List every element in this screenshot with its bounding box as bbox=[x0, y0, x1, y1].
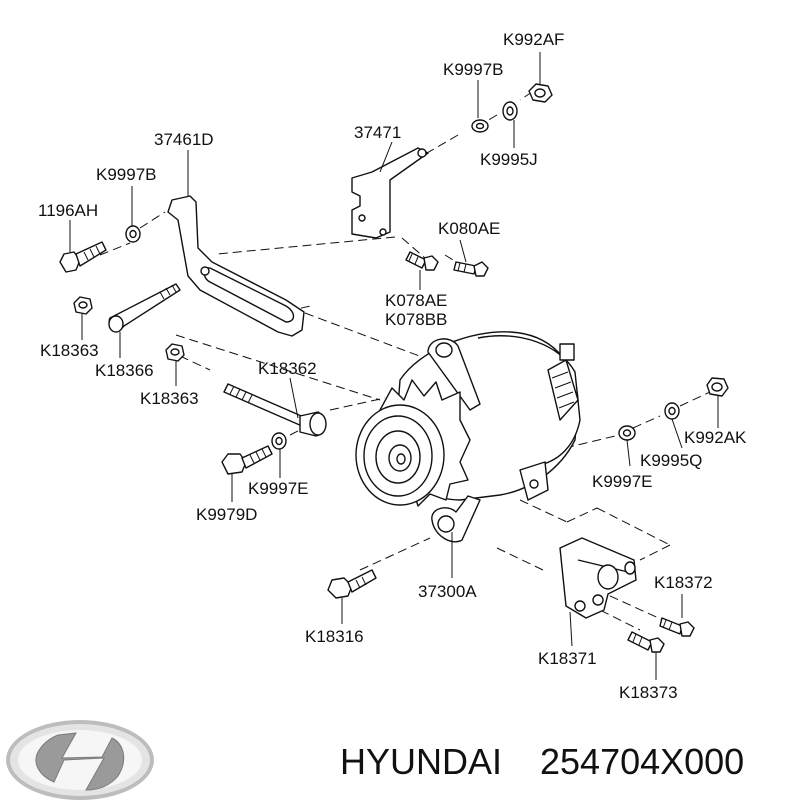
nut-k18363-mid-icon bbox=[165, 343, 185, 362]
label-37461d: 37461D bbox=[154, 130, 214, 149]
washer-k9995j-icon bbox=[502, 101, 518, 121]
label-37471: 37471 bbox=[354, 123, 401, 142]
nut-k992ak-icon bbox=[706, 377, 729, 397]
nut-k992af-icon bbox=[528, 83, 553, 103]
label-k18363-top: K18363 bbox=[40, 341, 99, 360]
label-k9997b-top: K9997B bbox=[443, 60, 504, 79]
label-k078bb: K078BB bbox=[385, 310, 447, 329]
label-k18366: K18366 bbox=[95, 361, 154, 380]
label-37300a: 37300A bbox=[418, 582, 477, 601]
bolt-k18372-icon bbox=[659, 617, 695, 637]
bolt-k9979d-icon bbox=[221, 445, 273, 475]
part-number: 254704X000 bbox=[540, 741, 744, 782]
leader-lines bbox=[69, 52, 719, 680]
brand-name: HYUNDAI bbox=[340, 741, 502, 782]
washer-k9997b-top-icon bbox=[471, 119, 489, 133]
washer-k9995q-icon bbox=[664, 402, 680, 420]
washer-k9997b-left-icon bbox=[125, 225, 141, 243]
label-k18316: K18316 bbox=[305, 627, 364, 646]
bracket-37461d-icon bbox=[167, 195, 305, 337]
bolt-k18373-icon bbox=[627, 631, 665, 653]
nut-k18363-top-icon bbox=[73, 296, 93, 315]
label-k078ae: K078AE bbox=[385, 291, 447, 310]
assembly-lines bbox=[99, 91, 711, 631]
label-k9997e-left: K9997E bbox=[248, 479, 309, 498]
bolt-k18366-icon bbox=[108, 283, 181, 333]
label-k992af: K992AF bbox=[503, 30, 564, 49]
label-k080ae: K080AE bbox=[438, 219, 500, 238]
bolt-k18362-icon bbox=[223, 383, 327, 437]
label-1196ah: 1196AH bbox=[38, 201, 98, 220]
hyundai-logo-icon bbox=[6, 720, 154, 800]
bolt-k18316-icon bbox=[327, 569, 377, 599]
label-k18373: K18373 bbox=[619, 683, 678, 702]
bracket-k18371-icon bbox=[559, 537, 637, 619]
part-labels: K992AF K9997B K9995J 37471 37461D K9997B… bbox=[38, 30, 747, 702]
bolt-k080ae-icon bbox=[453, 261, 489, 277]
label-k18363-mid: K18363 bbox=[140, 389, 199, 408]
label-k18372: K18372 bbox=[654, 573, 713, 592]
bracket-37471-icon bbox=[351, 147, 429, 239]
label-k18362: K18362 bbox=[258, 359, 317, 378]
label-k9995j: K9995J bbox=[480, 150, 538, 169]
label-k18371: K18371 bbox=[538, 649, 597, 668]
alternator-37300a-icon bbox=[355, 331, 581, 543]
washer-k9997e-left-icon bbox=[271, 432, 287, 450]
label-k992ak: K992AK bbox=[684, 428, 747, 447]
washer-k9997e-right-icon bbox=[618, 425, 636, 441]
label-k9997e-right: K9997E bbox=[592, 472, 653, 491]
bolt-k078ae-icon bbox=[405, 251, 439, 271]
bolt-1196ah-icon bbox=[59, 241, 107, 273]
label-k9995q: K9995Q bbox=[640, 451, 702, 470]
label-k9997b-left: K9997B bbox=[96, 165, 157, 184]
label-k9979d: K9979D bbox=[196, 505, 257, 524]
